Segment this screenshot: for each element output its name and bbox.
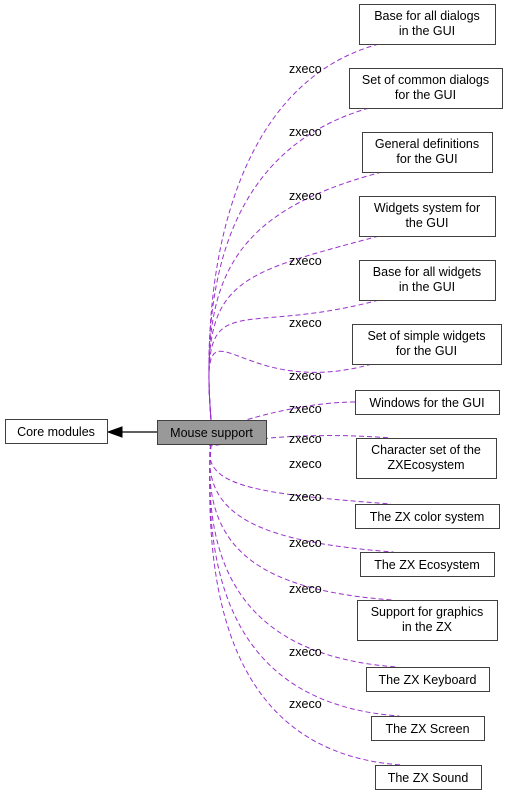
edge-label: zxeco <box>289 697 322 711</box>
edge-color-system <box>209 443 392 505</box>
mouse-support-node <box>157 420 267 445</box>
module-label-zx-screen: The ZX Screen <box>385 722 469 736</box>
module-label-color-system: The ZX color system <box>370 510 485 524</box>
nodes-layer: Core modules Mouse support Base for all di… <box>5 4 503 790</box>
edge-label: zxeco <box>289 490 322 504</box>
edge-label: zxeco <box>289 189 322 203</box>
module-label-graphics-support: Support for graphics <box>371 605 484 619</box>
edge-base-widgets <box>208 299 380 421</box>
module-node-common-dialogs <box>349 68 503 109</box>
module-node-zx-keyboard <box>366 667 490 692</box>
module-label-general-definitions: General definitions <box>375 137 479 151</box>
edge-windows <box>245 401 356 421</box>
module-label-zx-sound: The ZX Sound <box>388 771 469 785</box>
edge-widgets-system <box>208 235 380 421</box>
module-label-character-set: Character set of the <box>371 443 481 457</box>
arrowhead <box>106 426 123 438</box>
mouse-support-label: Mouse support <box>170 426 253 440</box>
edge-zx-keyboard <box>209 443 397 668</box>
module-label-windows: Windows for the GUI <box>369 396 484 410</box>
module-label-common-dialogs: for the GUI <box>395 88 456 102</box>
edge-label: zxeco <box>289 62 322 76</box>
module-node-character-set <box>356 438 497 479</box>
edge-label: zxeco <box>289 369 322 383</box>
module-node-base-widgets <box>359 260 496 301</box>
module-node-simple-widgets <box>352 324 502 365</box>
edge-label: zxeco <box>289 316 322 330</box>
core-modules-label: Core modules <box>17 425 95 439</box>
module-node-zx-sound <box>375 765 482 790</box>
module-label-simple-widgets: for the GUI <box>396 344 457 358</box>
edge-simple-widgets <box>208 350 373 421</box>
edge-label: zxeco <box>289 536 322 550</box>
module-node-color-system <box>355 504 500 529</box>
edge-label: zxeco <box>289 432 322 446</box>
edge-label: zxeco <box>289 582 322 596</box>
module-label-common-dialogs: Set of common dialogs <box>362 73 489 87</box>
module-node-graphics-support <box>357 600 498 641</box>
module-label-general-definitions: for the GUI <box>396 152 457 166</box>
edges-layer: zxeco zxeco zxeco zxeco zxeco zxeco zxeco zxeco… <box>106 43 402 766</box>
module-label-base-widgets: in the GUI <box>399 280 455 294</box>
edge-zx-sound <box>209 443 402 766</box>
module-label-character-set: ZXEcosystem <box>387 458 464 472</box>
module-node-base-dialogs <box>359 4 496 45</box>
module-label-base-dialogs: Base for all dialogs <box>374 9 480 23</box>
edge-common-dialogs <box>208 107 370 421</box>
edge-label: zxeco <box>289 125 322 139</box>
module-node-zx-screen <box>371 716 485 741</box>
module-label-simple-widgets: Set of simple widgets <box>367 329 485 343</box>
module-label-zx-keyboard: The ZX Keyboard <box>379 673 477 687</box>
module-node-zx-ecosystem <box>360 552 495 577</box>
module-label-base-dialogs: in the GUI <box>399 24 455 38</box>
module-label-base-widgets: Base for all widgets <box>373 265 481 279</box>
core-modules-node <box>5 419 108 444</box>
edge-label: zxeco <box>289 457 322 471</box>
module-node-general-definitions <box>362 132 493 173</box>
edge-label: zxeco <box>289 402 322 416</box>
module-label-graphics-support: in the ZX <box>402 620 453 634</box>
edge-label: zxeco <box>289 645 322 659</box>
module-node-windows <box>355 390 500 415</box>
edge-label: zxeco <box>289 254 322 268</box>
module-label-widgets-system: the GUI <box>405 216 448 230</box>
module-node-widgets-system <box>359 196 496 237</box>
module-label-zx-ecosystem: The ZX Ecosystem <box>374 558 480 572</box>
module-label-widgets-system: Widgets system for <box>374 201 480 215</box>
